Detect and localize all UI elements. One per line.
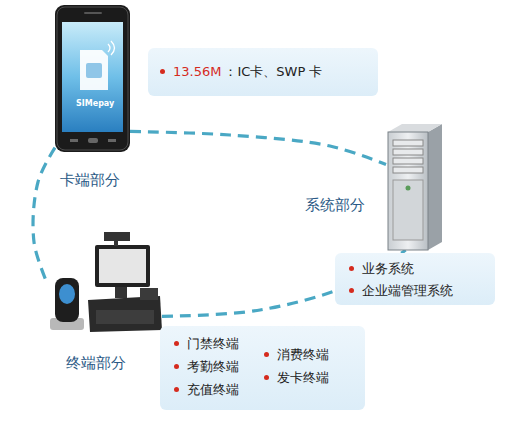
system-node: 系统部分 [386,128,442,250]
text-wrap: 消费终端 [264,347,329,363]
card-info-box: 13.56M：IC卡、SWP 卡 [148,48,378,96]
phone-screen [62,22,123,132]
server-top [388,124,442,132]
text-wrap: 终端部分 [66,354,126,372]
part-heading: 卡端部分 [60,171,120,189]
item-text: 发卡终端 [277,370,329,386]
card-reader [55,278,79,322]
item-text: 门禁终端 [187,336,239,352]
drive-bay [393,167,423,173]
sim-chip [86,63,102,78]
text-wrap: 系统部分 [305,196,365,214]
drive-bay [393,149,423,155]
drive-bay [393,158,423,164]
server-front [388,132,428,250]
item-text: 充值终端 [187,382,239,398]
bullet-dot [349,288,354,293]
bullet-dot [174,341,179,346]
text-wrap: 充值终端 [174,382,239,398]
phone-button [70,139,78,142]
signal-icon [108,41,115,55]
dashed-connector [130,131,386,164]
text-wrap: 门禁终端 [174,336,239,352]
monitor-screen [99,249,146,283]
drawer-front [96,310,154,324]
item-text: 考勤终端 [187,359,239,375]
server-side [428,124,442,250]
cash-drawer [88,296,162,332]
sim-card-icon [80,50,108,90]
server-panel [393,180,423,240]
bullet-dot [349,266,354,271]
bullet-dot [264,375,269,380]
screen-label: SIMepay [76,100,114,108]
text-wrap: 卡端部分 [60,171,120,189]
text-row: 13.56M：IC卡、SWP 卡 [160,64,325,80]
pos-terminal-illustration [50,232,162,332]
bullet-dot [174,364,179,369]
card-end-node: 卡端部分 [55,5,130,152]
item-text: 消费终端 [277,347,329,363]
phone-button [88,138,98,143]
item-text: 业务系统 [362,261,414,277]
terminal-info-box: 门禁终端考勤终端充值终端 消费终端发卡终端 [160,326,365,410]
bullet-dot [264,352,269,357]
phone-button [108,139,116,142]
part-heading: 系统部分 [305,196,365,214]
monitor [95,245,150,287]
phone-illustration [55,5,130,152]
server-illustration [388,124,442,250]
drive-bay [393,140,423,146]
text-wrap: 考勤终端 [174,359,239,375]
bullet-dot [160,69,165,74]
text-wrap: 业务系统 [349,261,414,277]
receipt-printer [140,288,158,300]
bullet-dot [174,387,179,392]
phone-bezel [57,7,128,150]
power-light [406,186,411,191]
text-wrap: 发卡终端 [264,370,329,386]
phone-speaker [84,12,102,14]
phone-body [55,5,130,152]
item-text: ：IC卡、SWP 卡 [224,64,322,80]
dashed-connector [33,148,55,286]
part-heading: 终端部分 [66,354,126,372]
item-text: 13.56M [173,64,221,80]
text-wrap: 企业端管理系统 [349,283,453,299]
terminal-node: 终端部分 [48,228,162,332]
customer-display [104,232,130,241]
system-info-box: 业务系统企业端管理系统 [335,253,495,305]
reader-screen [59,284,75,304]
item-text: 企业端管理系统 [362,283,453,299]
